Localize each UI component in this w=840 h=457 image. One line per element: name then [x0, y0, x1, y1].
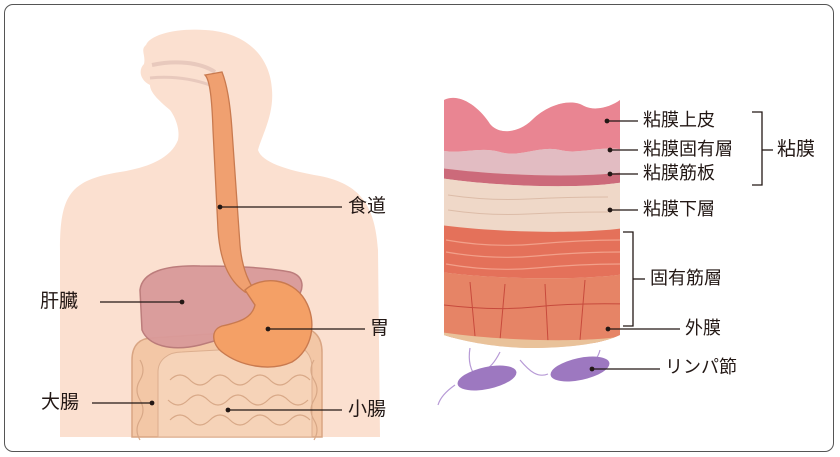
label-large-intestine: 大腸	[41, 393, 79, 412]
outer-muscle-layer	[440, 272, 625, 344]
label-mucosa-group: 粘膜	[777, 140, 815, 159]
mucosal-epithelium-layer	[440, 90, 625, 154]
lymph-node-1	[455, 361, 518, 395]
label-small-intestine: 小腸	[348, 400, 386, 419]
label-submucosa: 粘膜下層	[643, 201, 715, 219]
label-liver: 肝臓	[40, 292, 78, 311]
label-lymph-node: リンパ節	[665, 359, 737, 377]
label-serosa: 外膜	[685, 320, 721, 338]
label-muscularis-propria: 固有筋層	[650, 270, 722, 288]
label-mucosal-epithelium: 粘膜上皮	[643, 112, 715, 130]
label-muscularis-mucosae: 粘膜筋板	[643, 165, 715, 183]
inner-muscle-layer	[440, 225, 625, 278]
label-esophagus: 食道	[348, 197, 386, 216]
wall-cross-section	[440, 90, 625, 350]
submucosa-layer	[440, 178, 625, 232]
label-stomach: 胃	[370, 319, 389, 338]
label-lamina-propria: 粘膜固有層	[643, 141, 733, 159]
